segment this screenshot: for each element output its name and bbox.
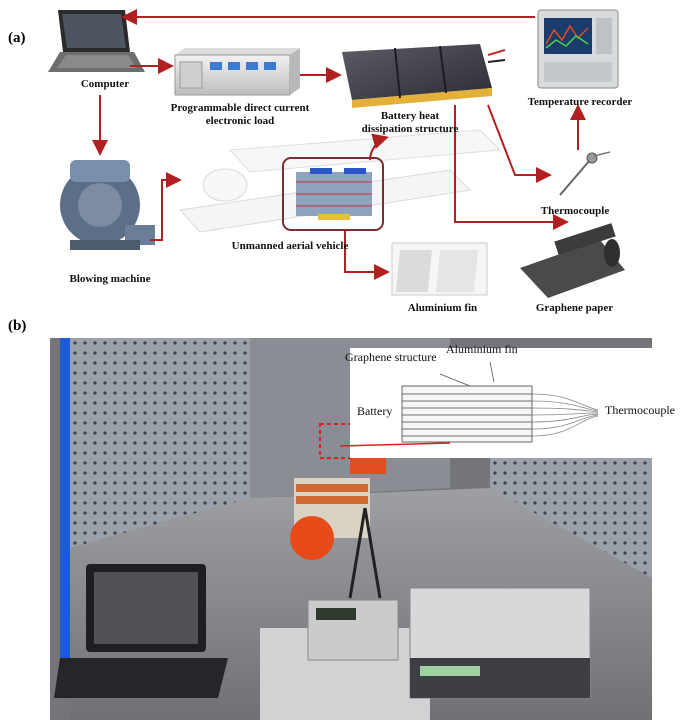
connection-arrows [92,9,586,280]
graphene-paper-icon [520,223,625,298]
panel-a-label: (a) [8,30,26,46]
computer-icon [48,10,145,72]
inset-label-battery: Battery [357,404,393,418]
electronic-load-icon [174,48,300,96]
blowing-machine-icon [60,160,155,250]
multimeter-icon [307,599,399,661]
inset-diagram [339,348,652,458]
caption-graphene-paper: Graphene paper [535,302,614,314]
uav-battery-pack-icon [282,157,384,231]
aluminium-fin-icon [391,242,488,296]
caption-blowing-machine: Blowing machine [69,273,151,285]
panel-b-label: (b) [8,318,27,334]
caption-electronic-load: Programmable direct current electronic l… [170,102,310,127]
panel-b-photo [50,338,652,720]
inset-label-graphene-structure: Graphene structure [345,350,437,364]
caption-battery-structure: Battery heat dissipation structure [361,110,459,135]
caption-computer: Computer [80,78,130,90]
laptop-photo-icon [54,564,228,698]
thermocouple-icon [559,151,611,196]
inset-label-aluminium-fin: Aluminium fin [446,342,518,356]
electronic-load-photo-icon [409,587,591,699]
caption-uav: Unmanned aerial vehicle [231,240,349,252]
temperature-recorder-icon [537,9,619,89]
panel-a-diagram [48,9,625,298]
battery-structure-icon [342,44,506,108]
caption-aluminium-fin: Aluminium fin [407,302,478,314]
caption-thermocouple: Thermocouple [540,205,610,217]
inset-label-thermocouple: Thermocouple [605,403,675,417]
caption-temperature-recorder: Temperature recorder [527,96,633,108]
